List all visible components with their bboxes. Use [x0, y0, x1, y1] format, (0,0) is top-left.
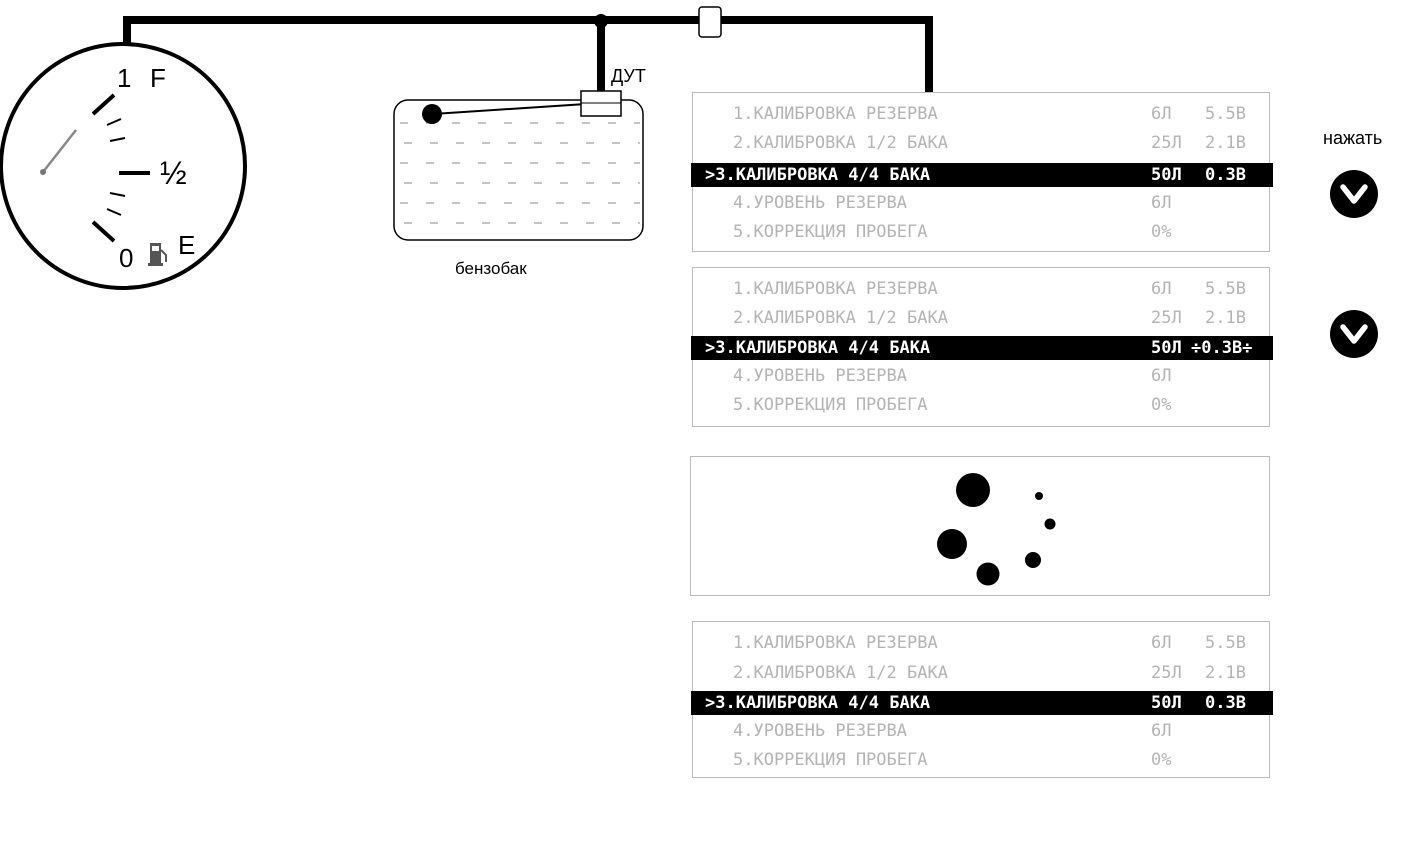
tank-caption: бензобак — [455, 259, 527, 278]
gauge-tick — [106, 118, 122, 126]
menu-row-reserve-calibration[interactable]: 1.КАЛИБРОВКА РЕЗЕРВА 6Л 5.5В — [733, 104, 1246, 124]
gauge-tick — [109, 192, 126, 197]
gauge-needle-pivot — [40, 169, 46, 175]
gauge-mark-empty: 0 — [119, 243, 133, 273]
down-button-1[interactable] — [1330, 170, 1378, 218]
chevron-down-icon — [1340, 324, 1368, 344]
signal-wire — [123, 16, 933, 92]
menu-row-half-tank-calibration[interactable]: 2.КАЛИБРОВКА 1/2 БАКА 25Л 2.1В — [733, 308, 1246, 328]
menu-row-reserve-calibration[interactable]: 1.КАЛИБРОВКА РЕЗЕРВА 6Л 5.5В — [733, 279, 1246, 299]
float-arm — [432, 102, 602, 115]
fuel-gauge: 1 F ½ 0 E — [0, 42, 247, 290]
chevron-down-icon — [1340, 184, 1368, 204]
gauge-needle — [42, 129, 77, 173]
gauge-mark-full: 1 — [117, 63, 131, 93]
menu-row-reserve-level[interactable]: 4.УРОВЕНЬ РЕЗЕРВА 6Л — [733, 193, 1172, 213]
wire-junction — [594, 14, 608, 28]
gauge-tick — [106, 208, 122, 216]
gauge-tick-full — [91, 93, 116, 116]
gauge-tick — [109, 137, 126, 142]
menu-row-reserve-level[interactable]: 4.УРОВЕНЬ РЕЗЕРВА 6Л — [733, 721, 1172, 741]
loading-screen — [690, 456, 1270, 596]
calibration-menu-screen-3: 1.КАЛИБРОВКА РЕЗЕРВА 6Л 5.5В 2.КАЛИБРОВК… — [691, 621, 1273, 778]
wiring — [123, 6, 933, 92]
float-ball — [422, 104, 442, 124]
calibration-menu-screen-2: 1.КАЛИБРОВКА РЕЗЕРВА 6Л 5.5В 2.КАЛИБРОВК… — [691, 267, 1273, 427]
wire-connector — [698, 6, 722, 38]
sensor-label: ДУТ — [611, 66, 646, 86]
menu-row-full-tank-calibration[interactable]: >3.КАЛИБРОВКА 4/4 БАКА 50Л ÷0.3В÷ — [691, 336, 1273, 360]
gauge-dial — [0, 42, 247, 290]
gauge-letter-empty: E — [178, 230, 195, 260]
menu-row-half-tank-calibration[interactable]: 2.КАЛИБРОВКА 1/2 БАКА 25Л 2.1В — [733, 663, 1246, 683]
menu-row-half-tank-calibration[interactable]: 2.КАЛИБРОВКА 1/2 БАКА 25Л 2.1В — [733, 133, 1246, 153]
wiring-diagram: 1 F ½ 0 E ДУТ бензобак — [0, 6, 933, 290]
menu-row-reserve-level[interactable]: 4.УРОВЕНЬ РЕЗЕРВА 6Л — [733, 366, 1172, 386]
menu-row-mileage-correction[interactable]: 5.КОРРЕКЦИЯ ПРОБЕГА 0% — [733, 222, 1172, 242]
gauge-tick-empty — [91, 220, 116, 243]
menu-row-mileage-correction[interactable]: 5.КОРРЕКЦИЯ ПРОБЕГА 0% — [733, 395, 1172, 415]
menu-row-full-tank-calibration[interactable]: >3.КАЛИБРОВКА 4/4 БАКА 50Л 0.3В — [691, 163, 1273, 187]
fuel-pump-icon — [148, 243, 167, 266]
menu-row-reserve-calibration[interactable]: 1.КАЛИБРОВКА РЕЗЕРВА 6Л 5.5В — [733, 633, 1246, 653]
down-button-2[interactable] — [1330, 310, 1378, 358]
press-label: нажать — [1323, 128, 1383, 148]
menu-row-full-tank-calibration[interactable]: >3.КАЛИБРОВКА 4/4 БАКА 50Л 0.3В — [691, 691, 1273, 715]
tank-body — [393, 99, 644, 241]
fuel-tank: ДУТ бензобак — [393, 66, 646, 278]
menu-row-mileage-correction[interactable]: 5.КОРРЕКЦИЯ ПРОБЕГА 0% — [733, 750, 1172, 770]
calibration-menu-screen-1: 1.КАЛИБРОВКА РЕЗЕРВА 6Л 5.5В 2.КАЛИБРОВК… — [691, 92, 1273, 252]
loading-spinner-icon — [937, 473, 1056, 586]
gauge-letter-full: F — [150, 63, 166, 93]
gauge-mark-half: ½ — [160, 155, 187, 191]
